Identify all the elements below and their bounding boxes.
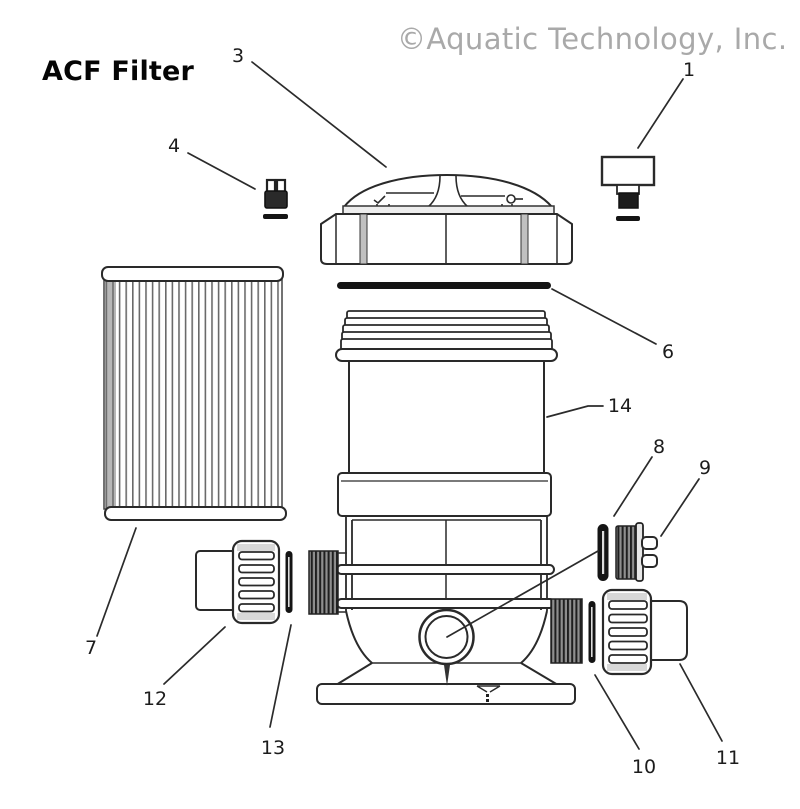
part-label-9: 9 [699,457,711,479]
leader-port-to-oring [446,550,599,638]
page-title: ACF Filter [42,56,195,87]
part-label-14: 14 [608,395,632,417]
leader-part-14 [546,405,604,418]
inlet-union-part [195,539,281,625]
part-label-6: 6 [662,341,674,363]
inlet-threads [308,550,339,615]
bleed-plug-part [263,178,288,219]
part-label-4: 4 [168,135,180,157]
outlet-threads [550,598,583,664]
leader-part-9 [660,478,700,537]
leader-part-4 [187,152,256,190]
leader-part-3 [251,61,387,168]
part-number-labels: 1 3 4 6 7 8 9 10 11 12 13 14 [85,45,740,778]
part-label-13: 13 [261,737,285,759]
drain-needle [444,665,450,686]
leader-part-7 [96,527,137,637]
leader-part-8 [613,456,653,517]
part-label-7: 7 [85,637,97,659]
part-label-12: 12 [143,688,167,710]
part-label-1: 1 [683,59,695,81]
inlet-oring-part [285,551,293,613]
outlet-union-part [601,588,688,676]
watermark: ©Aquatic Technology, Inc. [397,22,788,56]
filter-cartridge-part [101,266,287,521]
outlet-oring-part [588,601,596,663]
tank-body-part [308,310,583,705]
air-release-valve-part [600,155,656,221]
filter-lid-part [320,173,573,265]
leader-part-6 [551,288,657,345]
drain-plug-part [615,522,658,582]
leader-part-13 [269,624,292,728]
part-label-10: 10 [632,756,656,778]
leader-lines [96,61,723,750]
leader-part-12 [163,626,226,685]
drain-oring-part [597,524,609,581]
leader-part-10 [594,674,640,750]
leader-part-1 [637,78,684,149]
leader-part-11 [679,663,723,742]
lid-oring-part [337,282,551,289]
part-label-8: 8 [653,436,665,458]
part-label-11: 11 [716,747,740,769]
part-label-3: 3 [232,45,244,67]
